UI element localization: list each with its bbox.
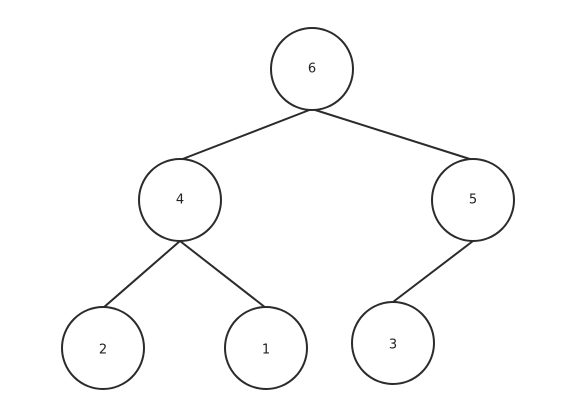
tree-node-6: 6 <box>270 27 354 111</box>
node-label: 6 <box>308 62 316 77</box>
tree-node-4: 4 <box>138 158 222 242</box>
tree-edges <box>102 108 474 309</box>
edge-5-3 <box>392 240 474 303</box>
node-circle <box>224 306 308 390</box>
node-circle <box>61 306 145 390</box>
node-circle <box>138 158 222 242</box>
edge-4-1 <box>179 240 267 309</box>
node-label: 1 <box>262 343 270 358</box>
edge-4-2 <box>102 240 181 309</box>
node-label: 3 <box>389 338 397 353</box>
edge-6-4 <box>179 108 313 161</box>
tree-node-3: 3 <box>351 301 435 385</box>
tree-node-2: 2 <box>61 306 145 390</box>
node-label: 2 <box>99 343 107 358</box>
node-circle <box>270 27 354 111</box>
tree-node-5: 5 <box>431 158 515 242</box>
node-label: 4 <box>176 193 184 208</box>
edge-6-5 <box>311 108 474 161</box>
node-circle <box>431 158 515 242</box>
node-label: 5 <box>469 193 477 208</box>
node-circle <box>351 301 435 385</box>
tree-node-1: 1 <box>224 306 308 390</box>
